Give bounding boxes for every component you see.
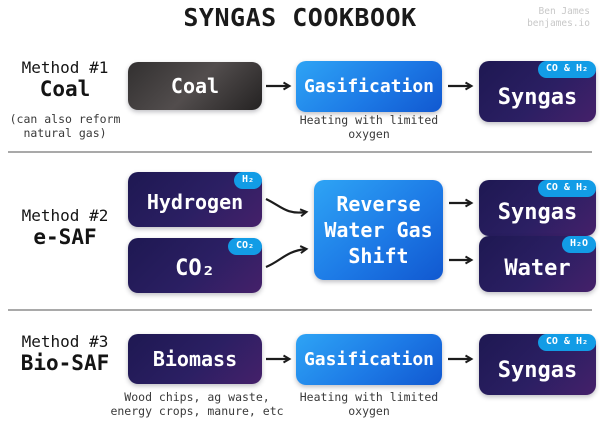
method2-label: Method #2 [21,206,109,225]
method1-name: Coal [39,77,91,101]
page-title: SYNGAS COOKBOOK [183,3,417,32]
author-name: Ben James [538,6,590,17]
hydrogen-feedstock-box: H₂ Hydrogen [128,172,262,227]
method3-label: Method #3 [21,332,109,351]
coal-feedstock-box: Coal [128,62,262,110]
rwgs-box-label: Reverse Water Gas Shift [324,192,433,268]
syngas-output-box-1: CO & H₂ Syngas [479,61,596,122]
water-output-box: H₂O Water [479,236,596,292]
coal-box-label: Coal [170,74,220,98]
syngas-box-3-label: Syngas [497,357,578,383]
gasification-box-2-label: Gasification [303,349,435,370]
method3-label-block: Method #3 Bio-SAF [0,332,130,375]
method1-note: (can also reform natural gas) [9,112,121,140]
arrow-hydrogen-to-rwgs [265,198,309,218]
gasification-box-2: Gasification [296,334,442,385]
h2-badge: H₂ [233,172,262,189]
syngas-output-box-3: CO & H₂ Syngas [479,334,596,395]
co2-badge: CO₂ [227,238,262,255]
syngas-box-1-label: Syngas [497,84,578,110]
gasification-caption-1: Heating with limited oxygen [299,113,439,141]
co2-feedstock-box: CO₂ CO₂ [128,238,262,293]
gasification-caption-2: Heating with limited oxygen [299,390,439,418]
water-box-label: Water [504,256,571,281]
method1-label-block: Method #1 Coal [0,58,130,101]
arrow-co2-to-rwgs [265,245,309,269]
co-h2-badge-2: CO & H₂ [537,180,596,197]
co-h2-badge-3: CO & H₂ [537,334,596,351]
biomass-box-label: Biomass [152,347,238,371]
hydrogen-box-label: Hydrogen [146,190,244,214]
co-h2-badge-1: CO & H₂ [537,61,596,78]
co2-box-label: CO₂ [175,255,215,281]
method3-name: Bio-SAF [20,351,110,375]
gasification-box-1: Gasification [296,61,442,112]
method2-label-block: Method #2 e-SAF [0,206,130,249]
syngas-box-2-label: Syngas [497,200,578,225]
author-credit: Ben James benjames.io [527,6,590,30]
gasification-box-1-label: Gasification [303,76,435,97]
author-site: benjames.io [527,18,590,29]
biomass-caption: Wood chips, ag waste, energy crops, manu… [110,390,284,418]
section-divider-1 [8,151,592,153]
method1-label: Method #1 [21,58,109,77]
h2o-badge: H₂O [561,236,596,253]
section-divider-2 [8,309,592,311]
reverse-water-gas-shift-box: Reverse Water Gas Shift [314,180,443,280]
syngas-output-box-2: CO & H₂ Syngas [479,180,596,236]
biomass-feedstock-box: Biomass [128,334,262,384]
method2-name: e-SAF [33,225,97,249]
